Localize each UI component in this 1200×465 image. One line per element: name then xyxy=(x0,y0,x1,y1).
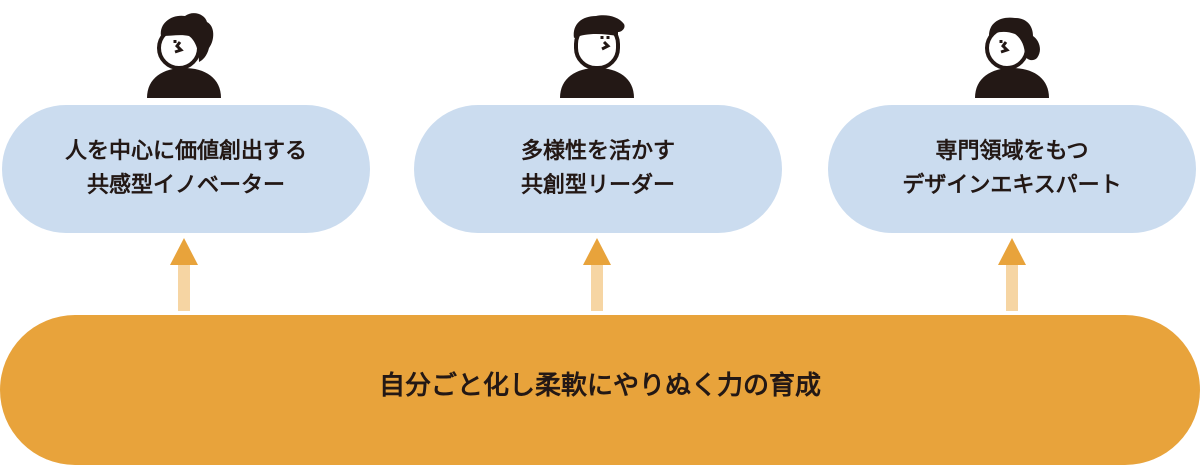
arrow-up-icon xyxy=(998,238,1026,311)
role-title-line2: 共感型イノベーター xyxy=(86,173,285,198)
role-pill-empathetic-innovator: 人を中心に価値創出する 共感型イノベーター xyxy=(2,105,370,233)
role-title-line1: 人を中心に価値創出する xyxy=(64,139,307,164)
role-title-line2: 共創型リーダー xyxy=(520,173,675,198)
person-ponytail-icon xyxy=(975,17,1049,98)
person-curly-hair-icon xyxy=(147,13,221,98)
arrow-up-icon xyxy=(170,238,198,311)
foundation-bar xyxy=(0,315,1200,465)
foundation-label: 自分ごと化し柔軟にやりぬく力の育成 xyxy=(378,370,821,401)
role-pill-design-expert: 専門領域をもつ デザインエキスパート xyxy=(828,105,1196,233)
arrow-up-icon xyxy=(583,238,611,311)
role-title-line2: デザインエキスパート xyxy=(902,173,1122,198)
role-title-line1: 多様性を活かす xyxy=(520,139,675,164)
role-title-line1: 専門領域をもつ xyxy=(935,139,1089,164)
role-pill-cocreative-leader: 多様性を活かす 共創型リーダー xyxy=(414,105,782,233)
person-short-hair-icon xyxy=(560,15,634,98)
